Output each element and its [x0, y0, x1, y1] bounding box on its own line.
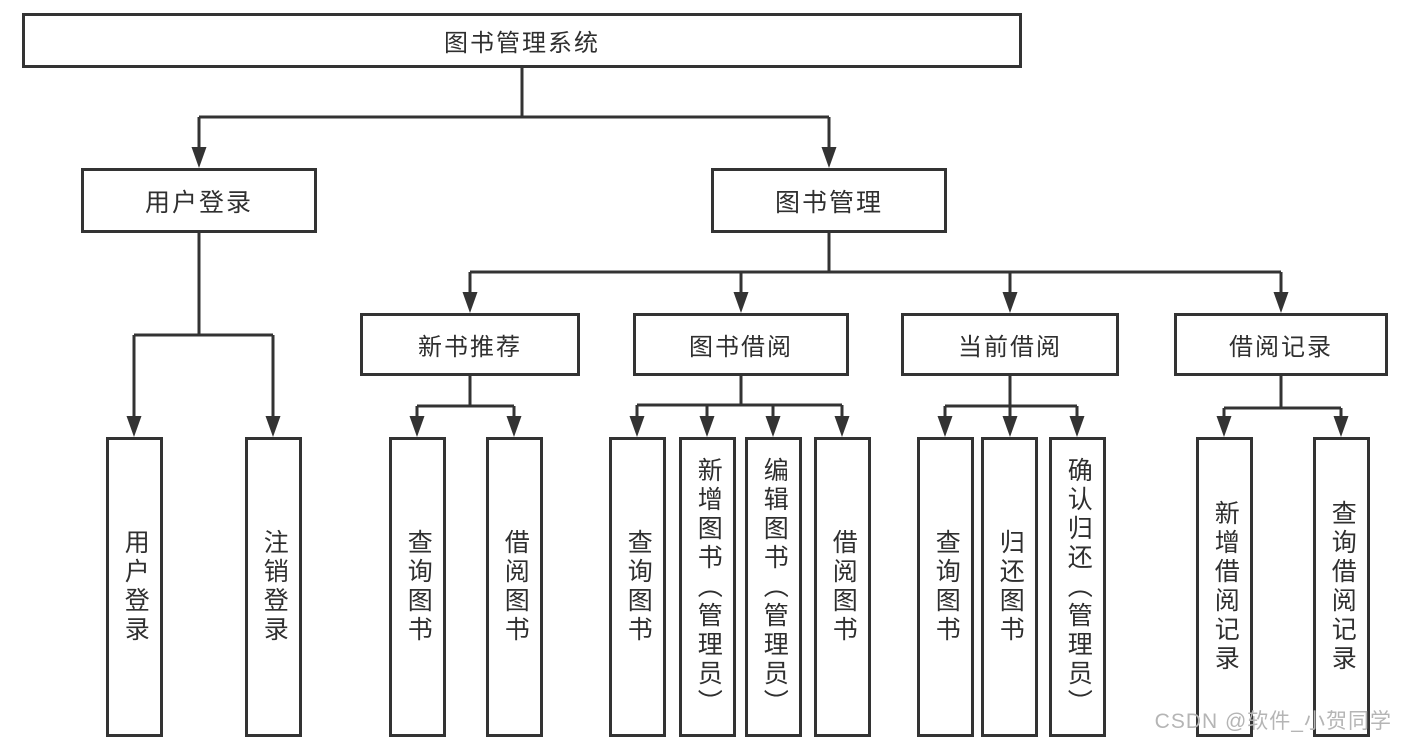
- node-user-login: 用户登录: [81, 168, 317, 233]
- node-label: 确认归还（管理员）: [1064, 456, 1093, 718]
- node-leaf-confirm-return-admin: 确认归还（管理员）: [1049, 437, 1106, 737]
- node-label: 新书推荐: [418, 334, 522, 361]
- arrowhead-icon: [1002, 416, 1018, 437]
- node-leaf-return-books: 归还图书: [981, 437, 1038, 737]
- node-label: 图书管理: [774, 188, 883, 217]
- node-label: 图书借阅: [689, 334, 793, 361]
- node-label: 编辑图书（管理员）: [760, 456, 789, 718]
- arrowhead-icon: [765, 416, 781, 437]
- node-book-borrowing: 图书借阅: [633, 313, 849, 376]
- node-library-management-system: 图书管理系统: [22, 13, 1022, 68]
- node-label: 查询图书: [404, 529, 433, 645]
- arrowhead-icon: [462, 292, 478, 313]
- arrowhead-icon: [629, 416, 645, 437]
- arrowhead-icon: [1333, 416, 1349, 437]
- arrowhead-icon: [1273, 292, 1289, 313]
- node-label: 注销登录: [260, 529, 289, 645]
- node-book-management: 图书管理: [711, 168, 947, 233]
- node-leaf-user-login: 用户登录: [106, 437, 163, 737]
- node-leaf-add-borrow-record: 新增借阅记录: [1196, 437, 1253, 737]
- node-leaf-query-books-current: 查询图书: [917, 437, 974, 737]
- node-leaf-borrow-books-borrowing: 借阅图书: [814, 437, 871, 737]
- arrowhead-icon: [821, 147, 837, 168]
- arrowhead-icon: [191, 147, 207, 168]
- arrowhead-icon: [1216, 416, 1232, 437]
- arrowhead-icon: [409, 416, 425, 437]
- node-label: 新增图书（管理员）: [694, 456, 723, 718]
- arrowhead-icon: [699, 416, 715, 437]
- arrowhead-icon: [733, 292, 749, 313]
- node-leaf-add-books-admin: 新增图书（管理员）: [679, 437, 736, 737]
- node-label: 查询借阅记录: [1328, 500, 1357, 674]
- csdn-watermark: CSDN @软件_小贺同学: [1154, 710, 1392, 733]
- node-label: 借阅图书: [829, 529, 858, 645]
- node-label: 查询图书: [624, 529, 653, 645]
- arrowhead-icon: [937, 416, 953, 437]
- node-label: 当前借阅: [958, 334, 1062, 361]
- node-leaf-borrow-books-recommend: 借阅图书: [486, 437, 543, 737]
- node-label: 归还图书: [996, 529, 1025, 645]
- node-leaf-edit-books-admin: 编辑图书（管理员）: [745, 437, 802, 737]
- node-new-book-recommend: 新书推荐: [360, 313, 580, 376]
- node-leaf-query-borrow-record: 查询借阅记录: [1313, 437, 1370, 737]
- arrowhead-icon: [1002, 292, 1018, 313]
- node-leaf-logout: 注销登录: [245, 437, 302, 737]
- node-leaf-query-books-borrowing: 查询图书: [609, 437, 666, 737]
- arrowhead-icon: [834, 416, 850, 437]
- node-label: 新增借阅记录: [1211, 500, 1240, 674]
- node-label: 用户登录: [121, 529, 150, 645]
- node-label: 借阅记录: [1229, 334, 1333, 361]
- arrowhead-icon: [126, 416, 142, 437]
- arrowhead-icon: [265, 416, 281, 437]
- node-label: 查询图书: [932, 529, 961, 645]
- node-borrow-records: 借阅记录: [1174, 313, 1388, 376]
- node-label: 用户登录: [144, 188, 253, 217]
- arrowhead-icon: [1069, 416, 1085, 437]
- arrowhead-icon: [506, 416, 522, 437]
- node-leaf-query-books-recommend: 查询图书: [389, 437, 446, 737]
- node-current-borrowing: 当前借阅: [901, 313, 1119, 376]
- node-label: 借阅图书: [501, 529, 530, 645]
- node-label: 图书管理系统: [444, 30, 600, 57]
